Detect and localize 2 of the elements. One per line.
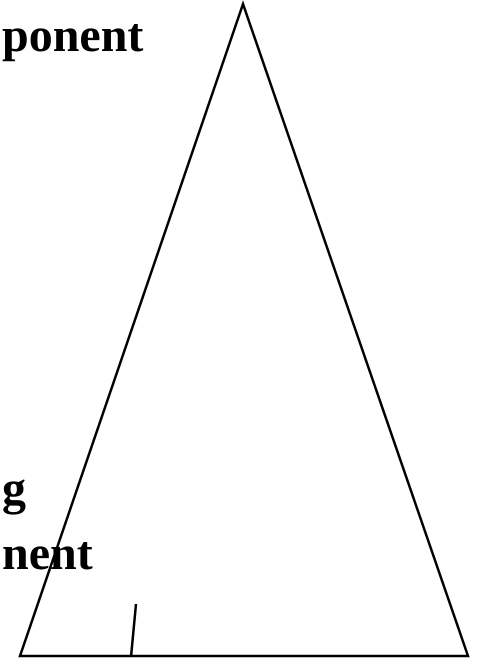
text-label: g [2, 465, 26, 513]
text-label: ponent [2, 12, 144, 60]
